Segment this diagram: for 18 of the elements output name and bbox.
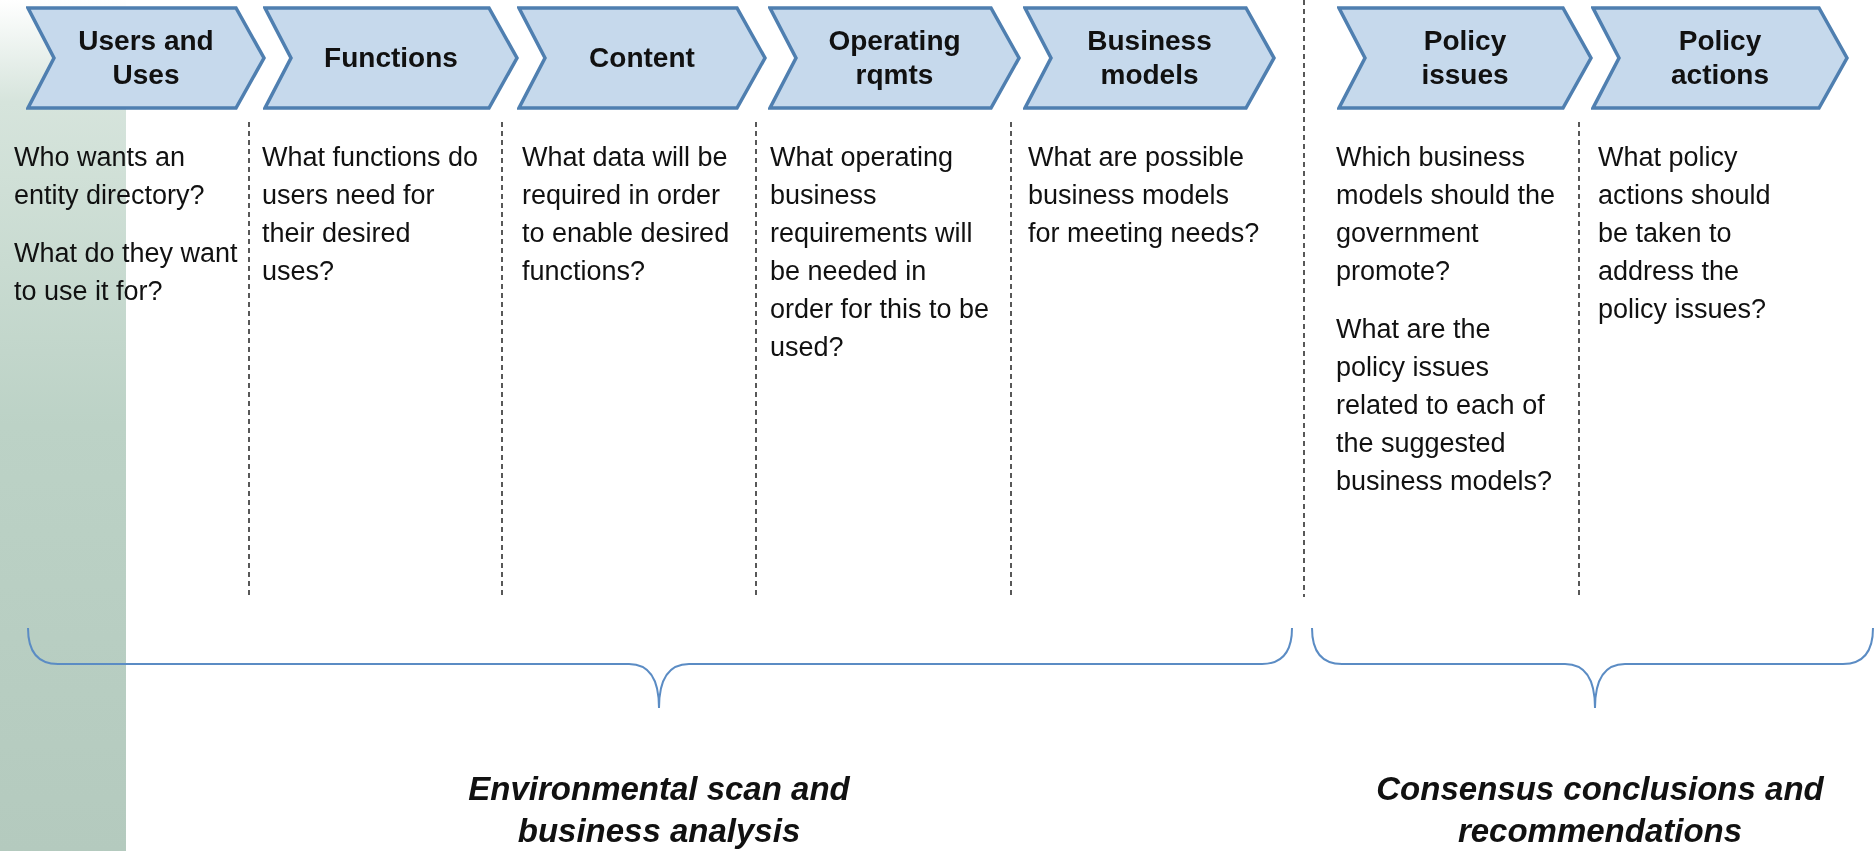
question-text: What are the policy issues related to each of the suggested business models? (1336, 313, 1554, 498)
question-text: What functions do users need for their desired uses? (262, 141, 480, 288)
step-title: Policy actions (1670, 24, 1770, 92)
step-title: Operating rqmts (827, 24, 962, 92)
step-title: Business models (1086, 24, 1213, 92)
question-text: What operating business requirements will be needed in order for this to be used? (770, 141, 991, 364)
question-text: What data will be required in order to enable desired functions? (522, 141, 731, 288)
step-title: Policy issues (1420, 24, 1510, 92)
step-title: Users and Uses (78, 24, 214, 92)
question-text: What policy actions should be taken to address the policy issues? (1598, 141, 1772, 326)
question-text: Who wants an entity directory? (14, 141, 206, 212)
question-text: Which business models should the government promote? (1336, 141, 1557, 288)
step-title: Functions (323, 41, 459, 75)
question-text: What do they want to use it for? (14, 237, 239, 308)
phase-label: Environmental scan and business analysis (467, 769, 851, 851)
phase-label: Consensus conclusions and recommendations (1375, 769, 1825, 851)
question-text: What are possible business models for meeting needs? (1028, 141, 1261, 250)
step-title: Content (588, 41, 696, 75)
